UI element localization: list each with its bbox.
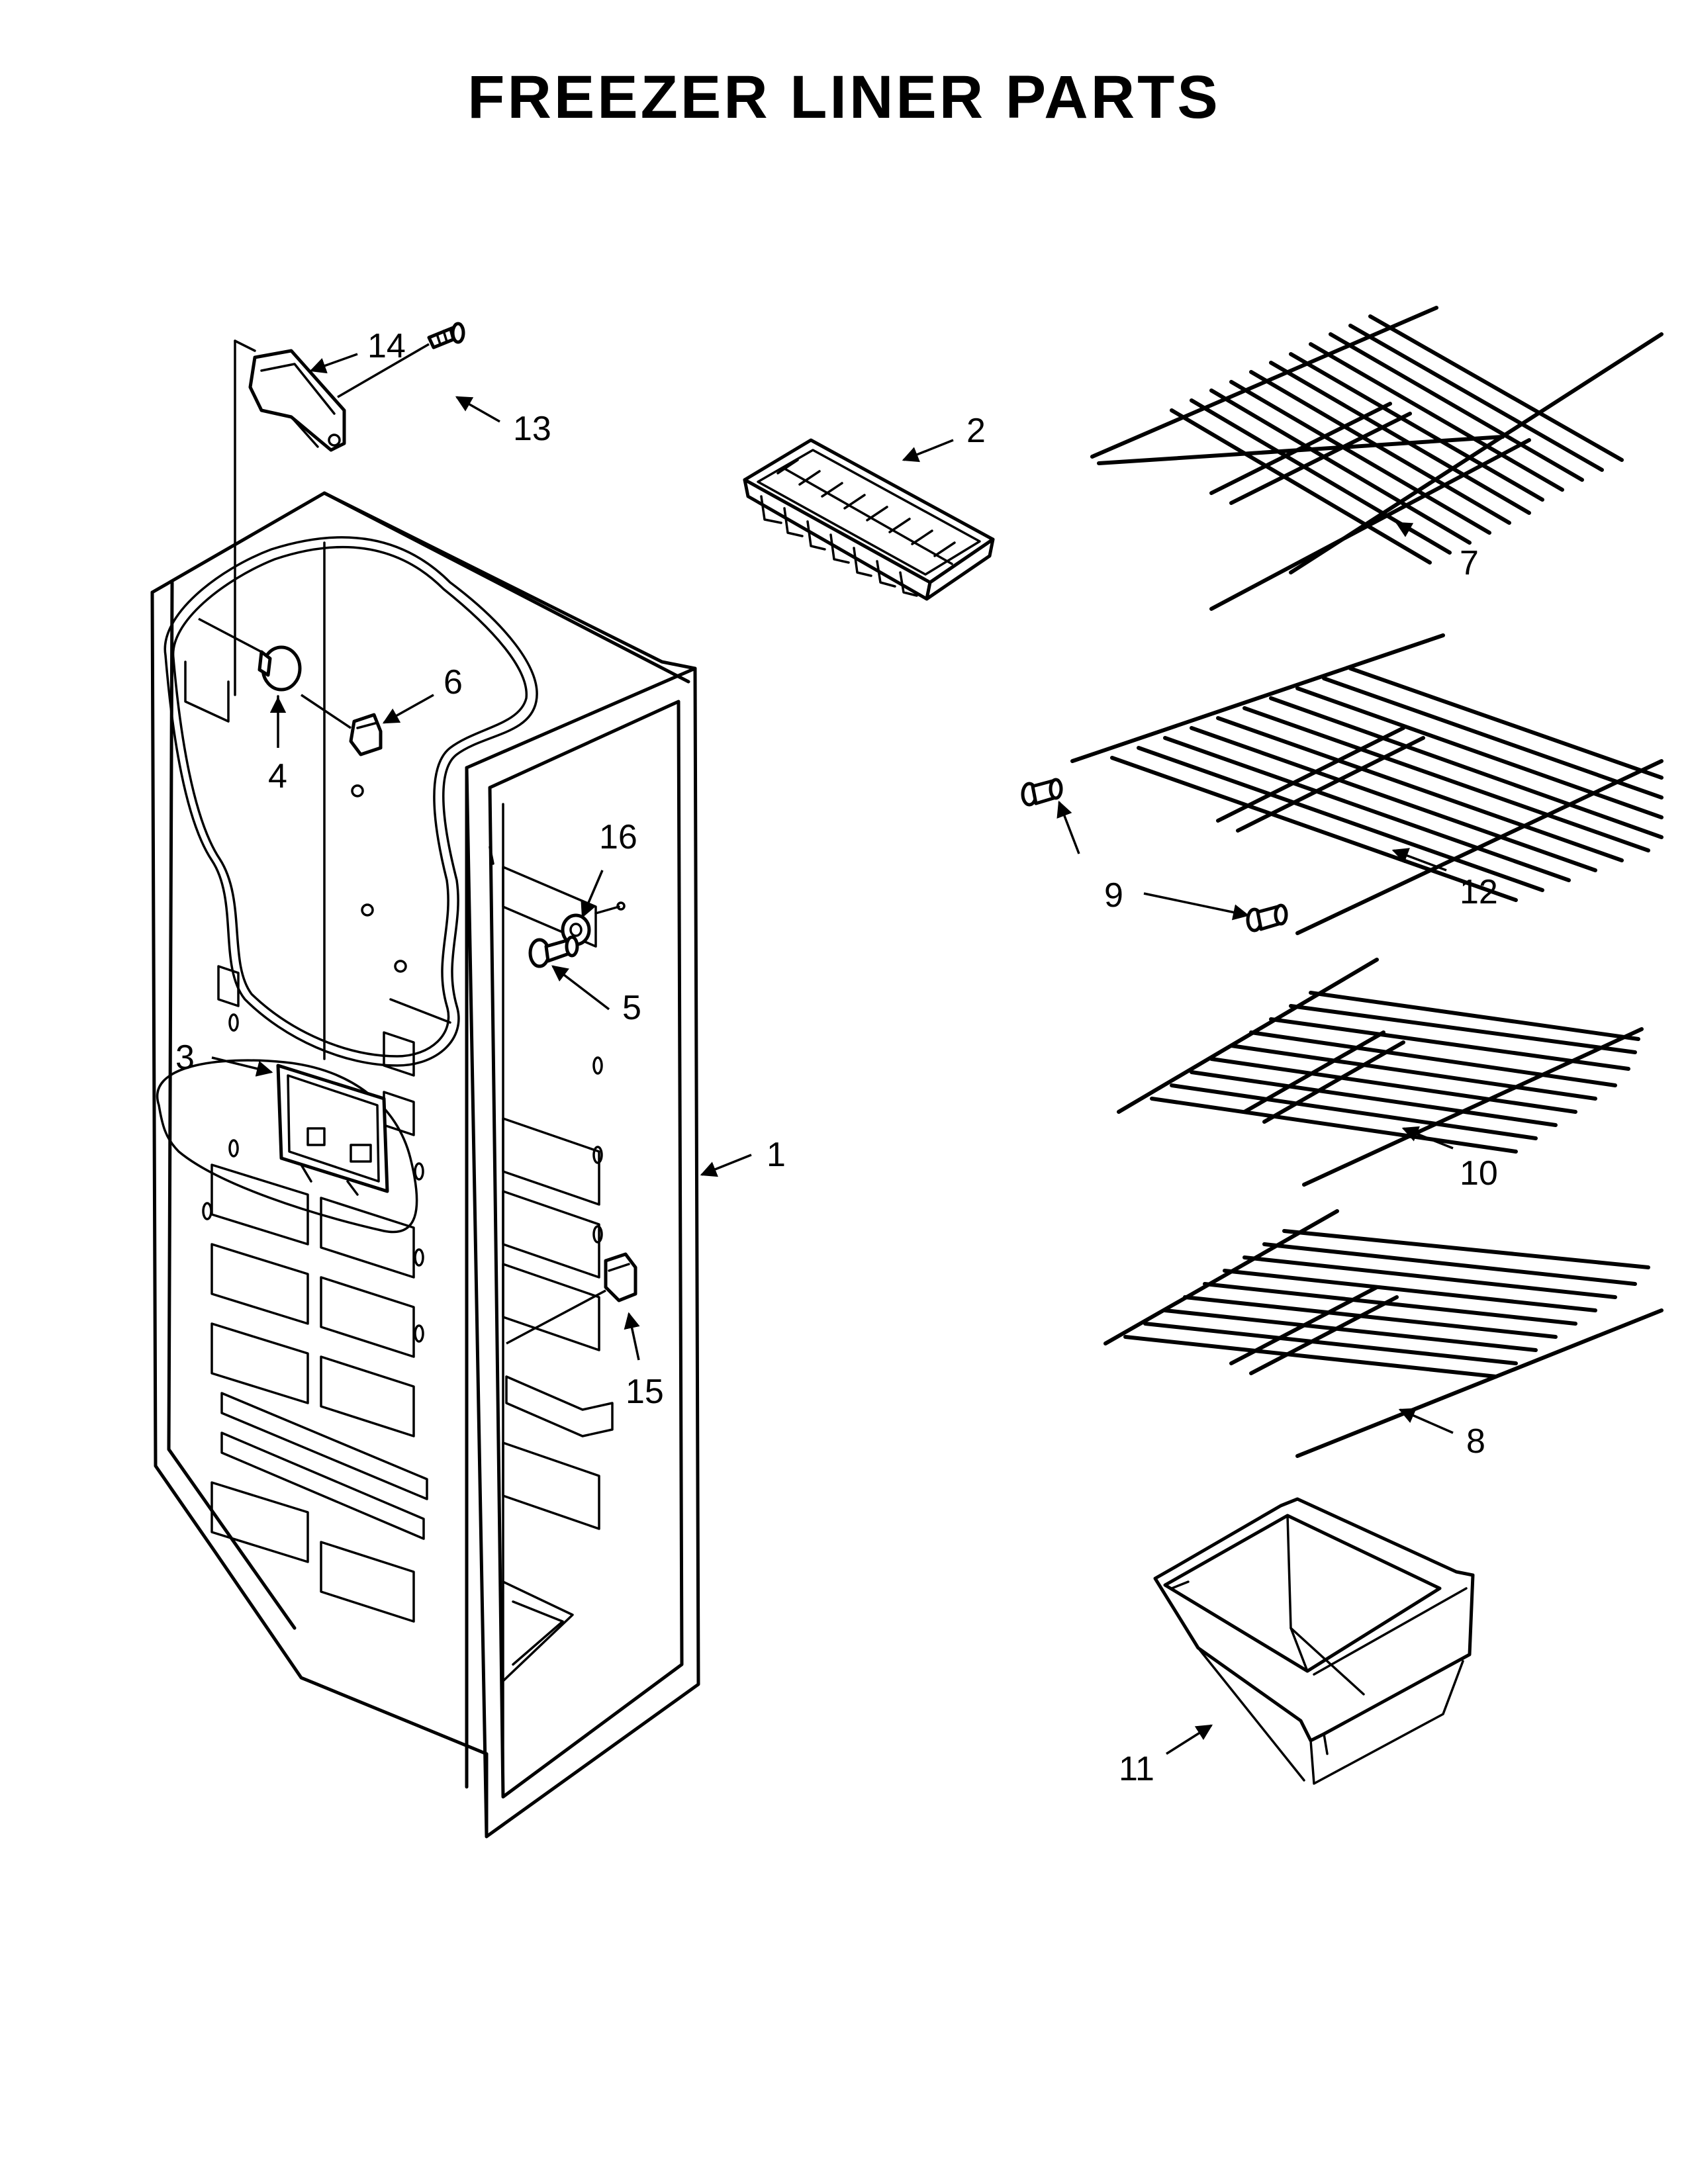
callout-3: 3: [175, 1038, 195, 1077]
callout-16: 16: [599, 818, 637, 856]
callout-2: 2: [966, 412, 986, 450]
callout-9: 9: [1104, 876, 1123, 915]
ice-tray: [743, 438, 995, 601]
cap-part: [198, 617, 302, 713]
liner-cutouts: [184, 660, 614, 1623]
callout-10: 10: [1460, 1154, 1498, 1193]
freezer-bin: [1153, 1497, 1475, 1785]
callout-1: 1: [767, 1136, 786, 1174]
callout-15: 15: [626, 1373, 664, 1411]
callout-4: 4: [268, 757, 287, 796]
part-15: [506, 1252, 637, 1345]
callout-labels: 1 2 3 4 5 6 7 8 9 10 11 12 13 14 15 16: [175, 327, 1498, 1788]
wire-shelf-12: [1070, 633, 1664, 935]
part-5: [528, 935, 579, 968]
wire-shelf-10: [1117, 958, 1644, 1187]
screw-part: [337, 322, 465, 398]
freezer-liner: [150, 491, 700, 1839]
clip-part: [301, 694, 383, 756]
callout-6: 6: [444, 663, 463, 702]
callout-leaders: [211, 353, 1454, 1755]
callout-7: 7: [1460, 544, 1479, 582]
callout-5: 5: [622, 989, 641, 1027]
shelf-support-right: [1246, 903, 1288, 933]
callout-11: 11: [1119, 1750, 1154, 1788]
bracket-part: [248, 349, 346, 452]
callout-12: 12: [1460, 873, 1498, 911]
shelf-support-left: [1021, 778, 1063, 807]
callout-8: 8: [1466, 1422, 1485, 1461]
page-title: FREEZER LINER PARTS: [467, 64, 1221, 131]
control-housing: [276, 1064, 389, 1196]
wire-shelf-top: [1090, 306, 1664, 611]
callout-14: 14: [367, 327, 406, 365]
callout-13: 13: [513, 410, 551, 448]
wire-shelf-8: [1103, 1209, 1664, 1458]
